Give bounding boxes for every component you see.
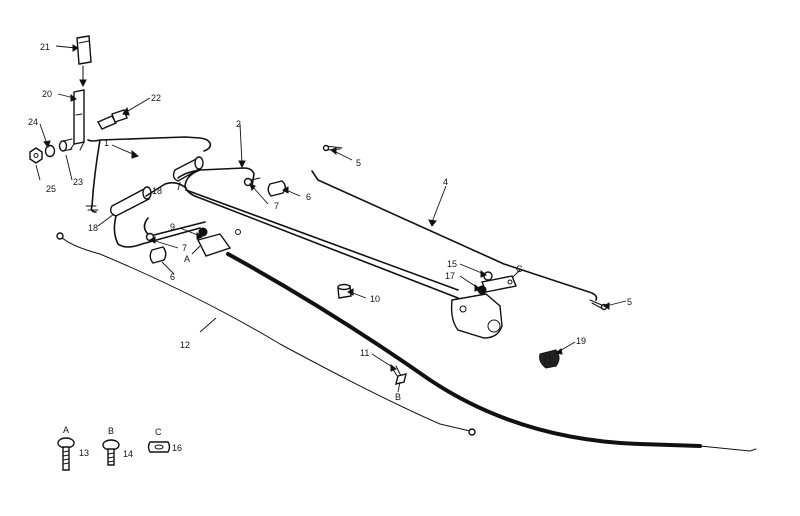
bolt-b: [102, 439, 120, 466]
bracket-nut-17: [477, 285, 487, 295]
rod: [311, 170, 598, 301]
callout-14: 14: [123, 449, 133, 459]
lever-washer: [44, 144, 56, 158]
callout-5-top: 5: [356, 158, 361, 168]
shoulder-bolt: [97, 109, 128, 130]
callout-19: 19: [576, 336, 586, 346]
callout-18-upper: 18: [152, 186, 162, 196]
shift-rod-end: [85, 205, 99, 211]
callout-24: 24: [28, 117, 38, 127]
callout-16: 16: [172, 443, 182, 453]
letter-b-main: B: [395, 392, 401, 402]
callout-25: 25: [46, 184, 56, 194]
control-cable-end: [699, 445, 757, 452]
cable-clamp: [196, 227, 241, 257]
callout-4: 4: [443, 177, 448, 187]
callout-18-lower: 18: [88, 223, 98, 233]
bracket-nut-15: [483, 271, 493, 281]
handle-grip-lower: [109, 186, 152, 217]
callout-17: 17: [445, 271, 455, 281]
letter-c-main: C: [516, 264, 523, 274]
cotter-pin-top: [322, 144, 343, 152]
callout-9: 9: [170, 222, 175, 232]
control-handle-inner: [143, 189, 459, 291]
callout-15: 15: [447, 259, 457, 269]
callout-12: 12: [180, 340, 190, 350]
letter-b-key: B: [108, 426, 114, 436]
handle-grip-upper: [172, 156, 204, 182]
callout-6-upper: 6: [306, 192, 311, 202]
callout-11: 11: [360, 348, 369, 358]
screw-11: [391, 365, 407, 385]
callout-20: 20: [42, 89, 52, 99]
callout-10: 10: [370, 294, 380, 304]
callout-5-right: 5: [627, 297, 632, 307]
cotter-pin-right: [589, 299, 608, 311]
letter-a-main: A: [184, 254, 190, 264]
callout-23: 23: [73, 177, 83, 187]
nut-c: [147, 441, 171, 453]
control-handle: [113, 167, 459, 299]
bushing: [337, 283, 352, 299]
control-cable: [226, 252, 702, 448]
callout-21: 21: [40, 42, 50, 52]
thin-cable-ends: [56, 232, 476, 436]
letter-c-key: C: [155, 427, 162, 437]
thin-cable: [59, 235, 471, 432]
callout-1: 1: [104, 138, 109, 148]
callout-2: 2: [236, 119, 241, 129]
callout-6-lower: 6: [170, 272, 175, 282]
callout-7-lower: 7: [182, 243, 187, 253]
leader-arrowheads: [43, 44, 610, 372]
cap-upper: [267, 180, 286, 197]
lever-nut: [29, 147, 43, 164]
bolt-a: [57, 437, 75, 471]
grip-arrow-head: [79, 79, 87, 88]
lever-bushing: [58, 138, 73, 152]
leader-lines: [35, 45, 627, 393]
handle-grip: [76, 35, 92, 65]
letter-a-key: A: [63, 425, 69, 435]
callout-22: 22: [151, 93, 161, 103]
bracket-plate: [450, 293, 503, 339]
callout-7-upper: 7: [274, 201, 279, 211]
cap-lower: [149, 246, 167, 264]
callout-13: 13: [79, 448, 89, 458]
